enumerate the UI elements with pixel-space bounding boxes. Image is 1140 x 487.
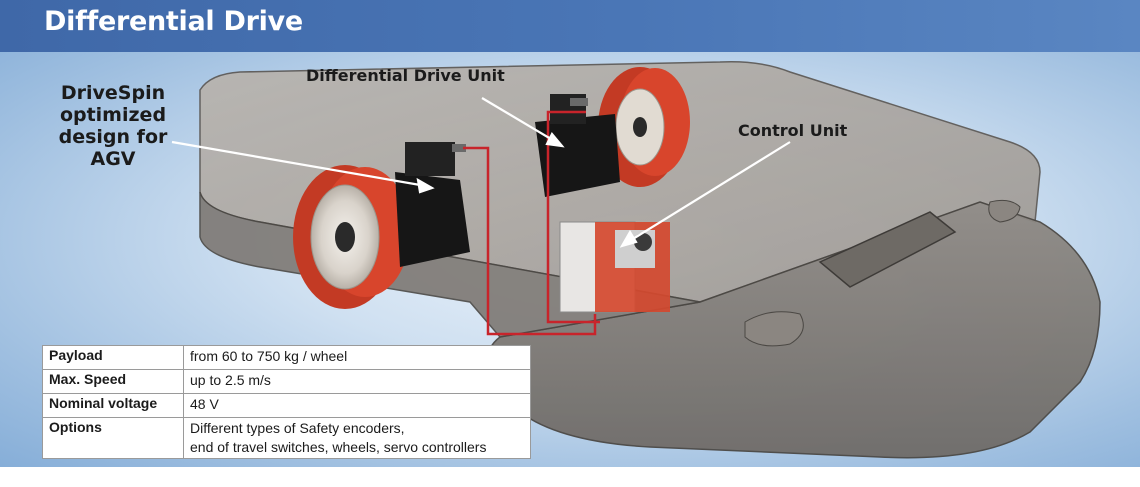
spec-value: 48 V <box>183 393 531 418</box>
agv-illustration <box>171 60 1101 459</box>
callout-arrows <box>171 97 791 248</box>
spec-label: Payload <box>42 345 184 370</box>
right-wheel <box>598 67 690 187</box>
spec-label: Nominal voltage <box>42 393 184 418</box>
header-banner: Differential Drive <box>0 0 1140 52</box>
table-row: Payload from 60 to 750 kg / wheel <box>42 345 531 370</box>
spec-value-line: Different types of Safety encoders, <box>190 420 405 436</box>
callout-drivespin-line: design for <box>58 126 168 148</box>
spec-label: Max. Speed <box>42 369 184 394</box>
table-row: Options Different types of Safety encode… <box>42 417 531 459</box>
spec-value-line: from 60 to 750 kg / wheel <box>190 348 348 364</box>
callout-drivespin-line: DriveSpin <box>60 82 166 104</box>
spec-value-line: end of travel switches, wheels, servo co… <box>190 439 487 455</box>
left-motor <box>395 142 470 267</box>
bottom-margin <box>0 467 1140 487</box>
front-bumper-right <box>988 199 1021 223</box>
callout-differential-drive-unit: Differential Drive Unit <box>306 66 505 85</box>
spec-label: Options <box>42 417 184 459</box>
cables <box>463 110 600 336</box>
right-motor <box>535 94 620 197</box>
callout-drivespin-line: AGV <box>90 148 136 170</box>
table-row: Nominal voltage 48 V <box>42 393 531 418</box>
spec-value: Different types of Safety encoders, end … <box>183 417 531 459</box>
callout-drivespin-line: optimized <box>59 104 167 126</box>
spec-table: Payload from 60 to 750 kg / wheel Max. S… <box>42 345 531 459</box>
page-title: Differential Drive <box>44 6 303 37</box>
callout-control-unit: Control Unit <box>738 121 848 140</box>
spec-value-line: 48 V <box>190 396 219 412</box>
front-vent <box>818 211 957 288</box>
spec-value-line: up to 2.5 m/s <box>190 372 271 388</box>
callout-drivespin: DriveSpin optimized design for AGV <box>28 82 198 170</box>
front-bumper-left <box>744 311 804 347</box>
spec-value: from 60 to 750 kg / wheel <box>183 345 531 370</box>
spec-value: up to 2.5 m/s <box>183 369 531 394</box>
control-unit <box>559 221 670 313</box>
left-wheel <box>293 165 410 309</box>
table-row: Max. Speed up to 2.5 m/s <box>42 369 531 394</box>
